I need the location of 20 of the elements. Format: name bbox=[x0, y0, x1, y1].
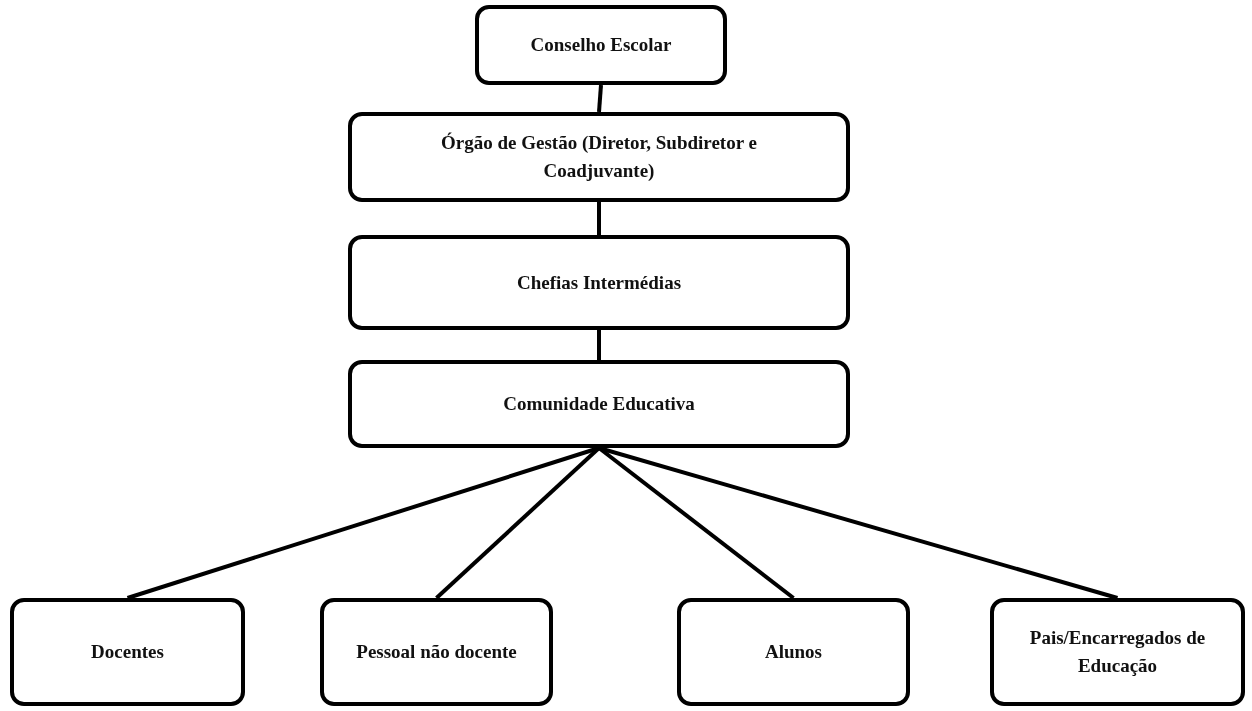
org-box bbox=[348, 360, 850, 448]
org-box bbox=[475, 5, 727, 85]
org-box bbox=[10, 598, 245, 706]
org-box bbox=[348, 235, 850, 330]
connector-line bbox=[597, 202, 601, 235]
org-box bbox=[348, 112, 850, 202]
box-label: Chefias Intermédias bbox=[516, 270, 682, 295]
box-label: Pessoal não docente bbox=[356, 640, 517, 665]
org-box bbox=[990, 598, 1245, 706]
connector-line bbox=[598, 446, 1119, 600]
connector-line bbox=[597, 84, 603, 113]
org-box bbox=[677, 598, 910, 706]
box-label: Comunidade Educativa bbox=[503, 392, 695, 417]
box-label: Órgão de Gestão (Diretor, Subdiretor e Coadjuvante) bbox=[440, 131, 758, 183]
org-box bbox=[320, 598, 553, 706]
box-label: Conselho Escolar bbox=[530, 33, 672, 58]
box-label: Docentes bbox=[91, 640, 164, 665]
box-label: Alunos bbox=[765, 640, 822, 665]
connector-line bbox=[597, 330, 601, 360]
box-label: Pais/Encarregados de Educação bbox=[1028, 626, 1207, 678]
